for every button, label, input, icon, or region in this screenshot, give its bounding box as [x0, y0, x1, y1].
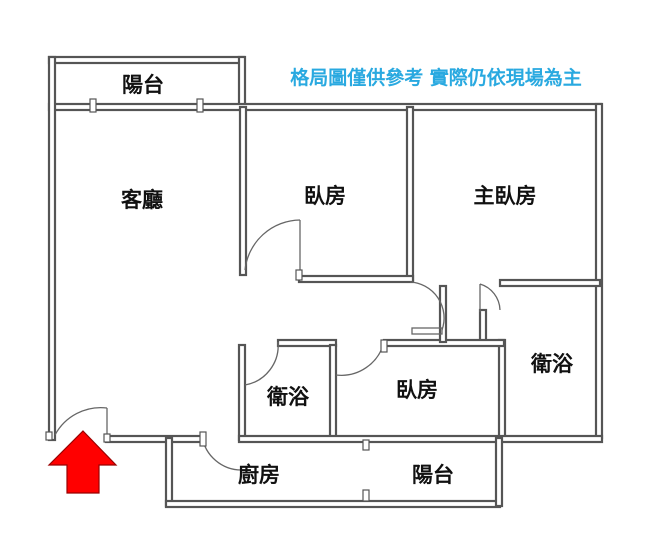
- room-label-bathroom-right: 衛浴: [530, 352, 574, 376]
- room-label-living-room: 客廳: [121, 188, 163, 212]
- room-label-master-bedroom: 主臥房: [474, 184, 537, 208]
- room-label-bedroom-middle: 臥房: [304, 184, 346, 208]
- room-label-bedroom-lower: 臥房: [396, 378, 438, 402]
- room-label-balcony-top: 陽台: [122, 73, 164, 97]
- room-label-bathroom-center: 衛浴: [266, 385, 310, 409]
- entrance-arrow-icon: [47, 430, 118, 494]
- room-label-balcony-bottom: 陽台: [412, 463, 454, 487]
- doors: [45, 98, 501, 502]
- room-label-kitchen: 廚房: [238, 463, 280, 487]
- notice-text: 格局圖僅供參考 實際仍依現場為主: [290, 66, 582, 89]
- room-labels: 陽台 客廳 臥房 主臥房 衛浴 臥房 衛浴 廚房 陽台: [121, 73, 574, 487]
- walls: [47, 55, 604, 509]
